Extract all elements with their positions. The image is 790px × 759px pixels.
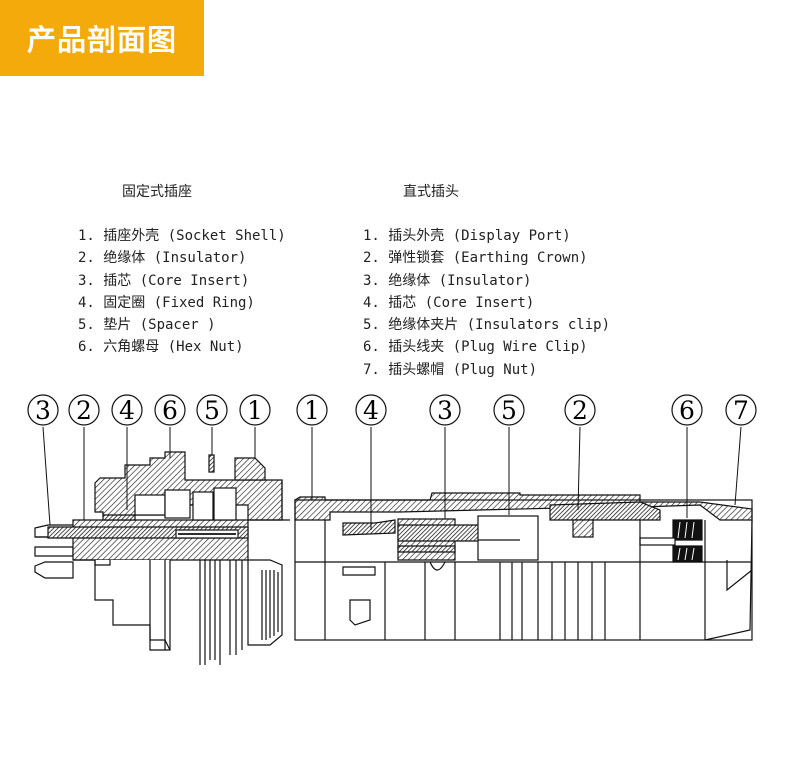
plug-part-item: 7. 插头螺帽 (Plug Nut) [363,361,538,378]
socket-part-item: 1. 插座外壳 (Socket Shell) [78,228,286,244]
socket-leaders [42,426,256,526]
plug-drawing [294,492,753,641]
socket-callout-1: 1 [239,394,271,426]
svg-text:5: 5 [204,396,220,425]
svg-text:5: 5 [501,396,517,425]
socket-part-item: 5. 垫片 (Spacer ) [78,317,216,334]
svg-text:2: 2 [76,396,92,425]
socket-part-item: 4. 固定圈 (Fixed Ring) [78,294,255,311]
plug-part-item: 1. 插头外壳 (Display Port) [363,228,571,244]
plug-parts-list: 1. 插头外壳 (Display Port) 2. 弹性锁套 (Earthing… [363,225,610,381]
svg-text:1: 1 [247,396,263,425]
svg-text:2: 2 [572,396,588,425]
section-header-banner: 产品剖面图 [0,0,204,76]
socket-callout-5: 5 [196,394,228,426]
svg-text:3: 3 [35,396,51,425]
plug-title: 直式插头 [403,184,459,200]
svg-text:6: 6 [679,396,695,425]
plug-callout-6: 6 [671,394,703,426]
socket-callout-3: 3 [27,394,59,426]
plug-callout-7: 7 [725,394,757,426]
socket-title: 固定式插座 [122,184,192,200]
plug-callout-3: 3 [429,394,461,426]
plug-leaders [311,426,742,530]
plug-callouts: 1 4 3 5 2 6 7 [296,394,757,426]
plug-part-item: 6. 插头线夹 (Plug Wire Clip) [363,339,588,356]
socket-drawing [34,451,290,665]
svg-text:3: 3 [437,396,453,425]
svg-text:4: 4 [119,396,135,425]
section-title: 产品剖面图 [26,23,177,57]
socket-callout-6: 6 [154,394,186,426]
plug-callout-4: 4 [355,394,387,426]
socket-parts-list: 1. 插座外壳 (Socket Shell) 2. 绝缘体 (Insulator… [78,225,286,359]
plug-part-item: 2. 弹性锁套 (Earthing Crown) [363,250,588,267]
svg-text:6: 6 [162,396,178,425]
svg-text:7: 7 [733,396,749,425]
socket-part-item: 6. 六角螺母 (Hex Nut) [78,339,244,356]
plug-callout-1: 1 [296,394,328,426]
socket-callout-4: 4 [111,394,143,426]
svg-text:1: 1 [304,396,320,425]
plug-part-item: 4. 插芯 (Core Insert) [363,294,535,311]
socket-part-item: 3. 插芯 (Core Insert) [78,272,250,289]
svg-text:4: 4 [363,396,379,425]
plug-callout-5: 5 [493,394,525,426]
plug-callout-2: 2 [564,394,596,426]
plug-part-item: 5. 绝缘体夹片 (Insulators clip) [363,317,611,334]
socket-callouts: 3 2 4 6 5 1 [27,394,271,426]
socket-callout-2: 2 [68,394,100,426]
socket-part-item: 2. 绝缘体 (Insulator) [78,250,247,267]
plug-part-item: 3. 绝缘体 (Insulator) [363,272,532,289]
